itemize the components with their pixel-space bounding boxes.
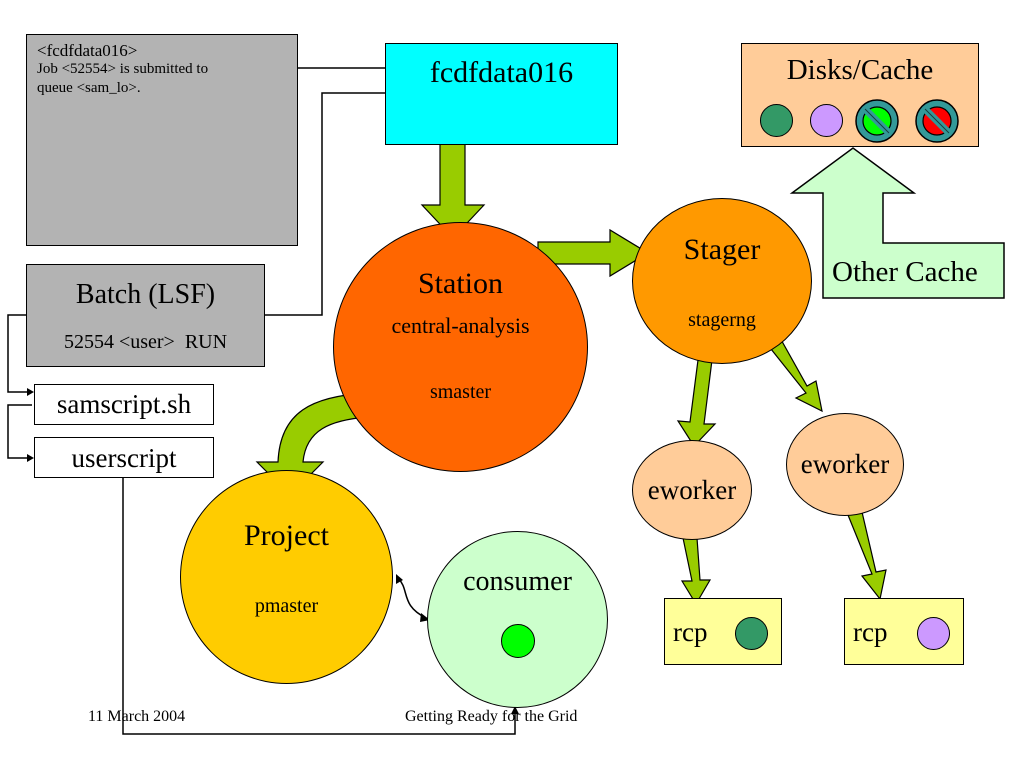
job-queue-line: queue <sam_lo>. (37, 80, 141, 96)
batch-status: 52554 <user> RUN (63, 331, 228, 353)
job-submitted-line: Job <52554> is submitted to (37, 61, 209, 77)
station-process: smaster (429, 381, 492, 403)
host-fcdfdata016: fcdfdata016 (385, 43, 618, 145)
rcp-left-box: rcp (664, 598, 782, 665)
no-green-icon (855, 99, 899, 143)
job-submit-output: <fcdfdata016> Job <52554> is submitted t… (26, 34, 298, 246)
rcp-left-label: rcp (673, 617, 708, 647)
host-label: fcdfdata016 (429, 56, 574, 89)
rcp-right-file-dot (917, 617, 950, 650)
stager-process: stagerng (688, 309, 756, 331)
samscript-box: samscript.sh (34, 384, 214, 425)
arrow-stager-to-eworker-right (766, 335, 823, 413)
batch-lsf-box: Batch (LSF) 52554 <user> RUN (26, 264, 265, 367)
station-title: Station (417, 267, 503, 300)
eworker-left-label: eworker (647, 474, 737, 505)
rcp-right-box: rcp (844, 598, 964, 665)
samscript-label: samscript.sh (56, 389, 192, 419)
arrow-eworker-right-to-rcp (847, 511, 887, 601)
userscript-box: userscript (34, 437, 214, 478)
project-node: Project pmaster (180, 470, 393, 684)
disks-cache-title: Disks/Cache (786, 54, 934, 86)
station-node: Station central-analysis smaster (333, 222, 588, 472)
station-name: central-analysis (391, 313, 530, 338)
footer-title: Getting Ready for the Grid (405, 708, 578, 725)
project-title: Project (244, 519, 329, 552)
project-process: pmaster (254, 595, 319, 617)
arrow-eworker-left-to-rcp (680, 537, 712, 606)
stager-title: Stager (683, 233, 761, 266)
consumer-node: consumer (427, 531, 608, 708)
rcp-left-file-dot (735, 617, 768, 650)
batch-title: Batch (LSF) (75, 279, 216, 310)
consumer-label: consumer (463, 566, 572, 597)
eworker-right-node: eworker (786, 413, 904, 516)
disks-cache-box: Disks/Cache (741, 43, 979, 147)
footer-date: 11 March 2004 (88, 708, 186, 725)
disk-dark-green-dot (760, 104, 793, 137)
job-host-line: <fcdfdata016> (37, 41, 138, 60)
rcp-right-label: rcp (853, 617, 888, 647)
stager-node: Stager stagerng (632, 198, 812, 364)
eworker-left-node: eworker (632, 440, 752, 540)
userscript-label: userscript (71, 443, 177, 473)
other-cache-label: Other Cache (832, 256, 978, 288)
consumer-file-dot (501, 624, 535, 658)
arrow-stager-to-eworker-left (676, 359, 717, 447)
disk-lavender-dot (810, 104, 843, 137)
no-red-icon (915, 99, 959, 143)
eworker-right-label: eworker (800, 449, 890, 479)
